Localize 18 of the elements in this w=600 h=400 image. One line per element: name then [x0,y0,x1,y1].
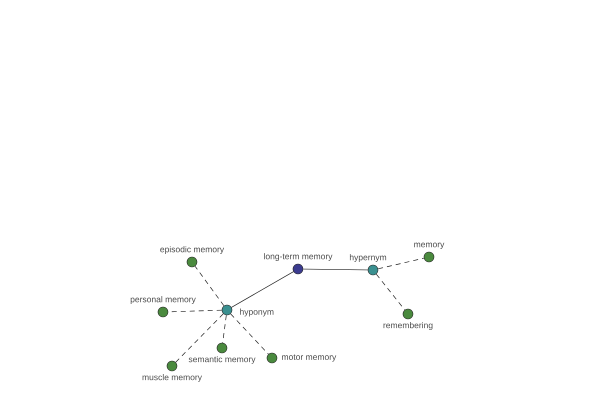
connector-line [302,268,368,270]
node-label: semantic memory [188,356,256,364]
connector-line [376,274,406,310]
connector-line [378,258,424,270]
node-label: motor memory [282,354,336,362]
node-label: hyponym [240,308,274,316]
connector-line [194,266,224,306]
node-label: muscle memory [142,374,202,382]
node-label: episodic memory [160,246,224,254]
connector-line [231,271,294,308]
connector-line [222,314,227,344]
node-label: personal memory [130,296,196,304]
connector-line [175,313,224,363]
connector-line [230,314,269,354]
node-label: memory [414,242,444,249]
node-label: hypernym [350,254,386,262]
node-label: long-term memory [264,253,332,261]
node-label: remembering [384,322,432,330]
